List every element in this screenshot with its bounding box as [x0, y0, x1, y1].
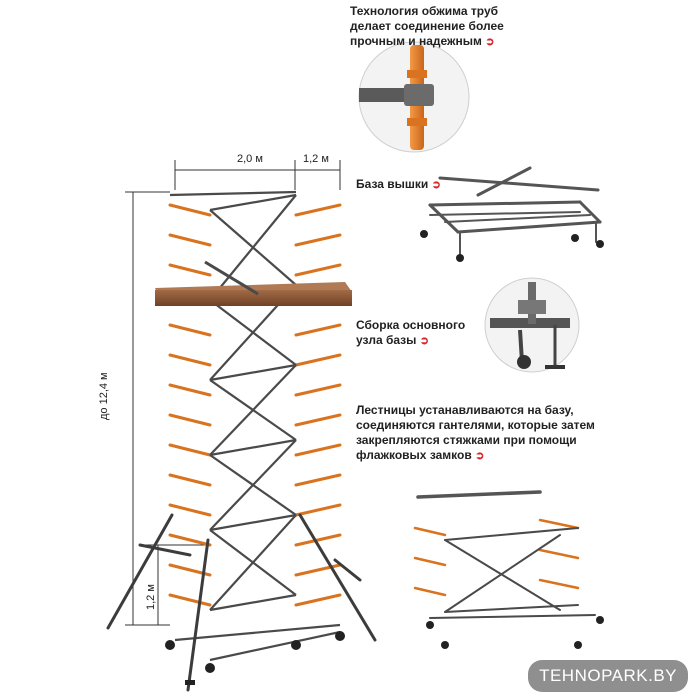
base-caption: База вышки ➲	[356, 177, 441, 191]
red-arrow-marker-icon: ➲	[485, 36, 495, 48]
base-node-detail-image	[484, 277, 580, 373]
width-dimension-label: 2,0 м	[237, 153, 263, 165]
base-wheels	[420, 230, 604, 262]
red-arrow-marker-icon: ➲	[431, 179, 441, 191]
front-ladder-frame	[167, 187, 213, 668]
depth-dimension-label: 1,2 м	[303, 153, 329, 165]
assembly-caption: Сборка основного узла базы ➲	[356, 318, 466, 347]
height-dimension-label: до 12,4 м	[98, 372, 110, 420]
frame-assembly-image	[413, 490, 604, 649]
back-ladder-frame	[293, 187, 343, 643]
crimp-caption: Технология обжима труб делает соединение…	[350, 4, 504, 48]
caster-wheels	[165, 631, 345, 685]
steel-braces	[169, 190, 341, 662]
crimp-detail-image	[358, 41, 470, 153]
tower-base-image	[428, 166, 602, 259]
work-platform	[155, 260, 352, 306]
dimension-lines	[125, 160, 341, 626]
ladders-caption: Лестницы устанавливаются на базу, соедин…	[356, 403, 595, 462]
support-height-label: 1,2 м	[145, 584, 157, 610]
outrigger-supports	[106, 513, 377, 692]
site-watermark: TEHNOPARK.BY	[528, 660, 688, 692]
red-arrow-marker-icon: ➲	[475, 450, 485, 462]
red-arrow-marker-icon: ➲	[419, 335, 429, 347]
